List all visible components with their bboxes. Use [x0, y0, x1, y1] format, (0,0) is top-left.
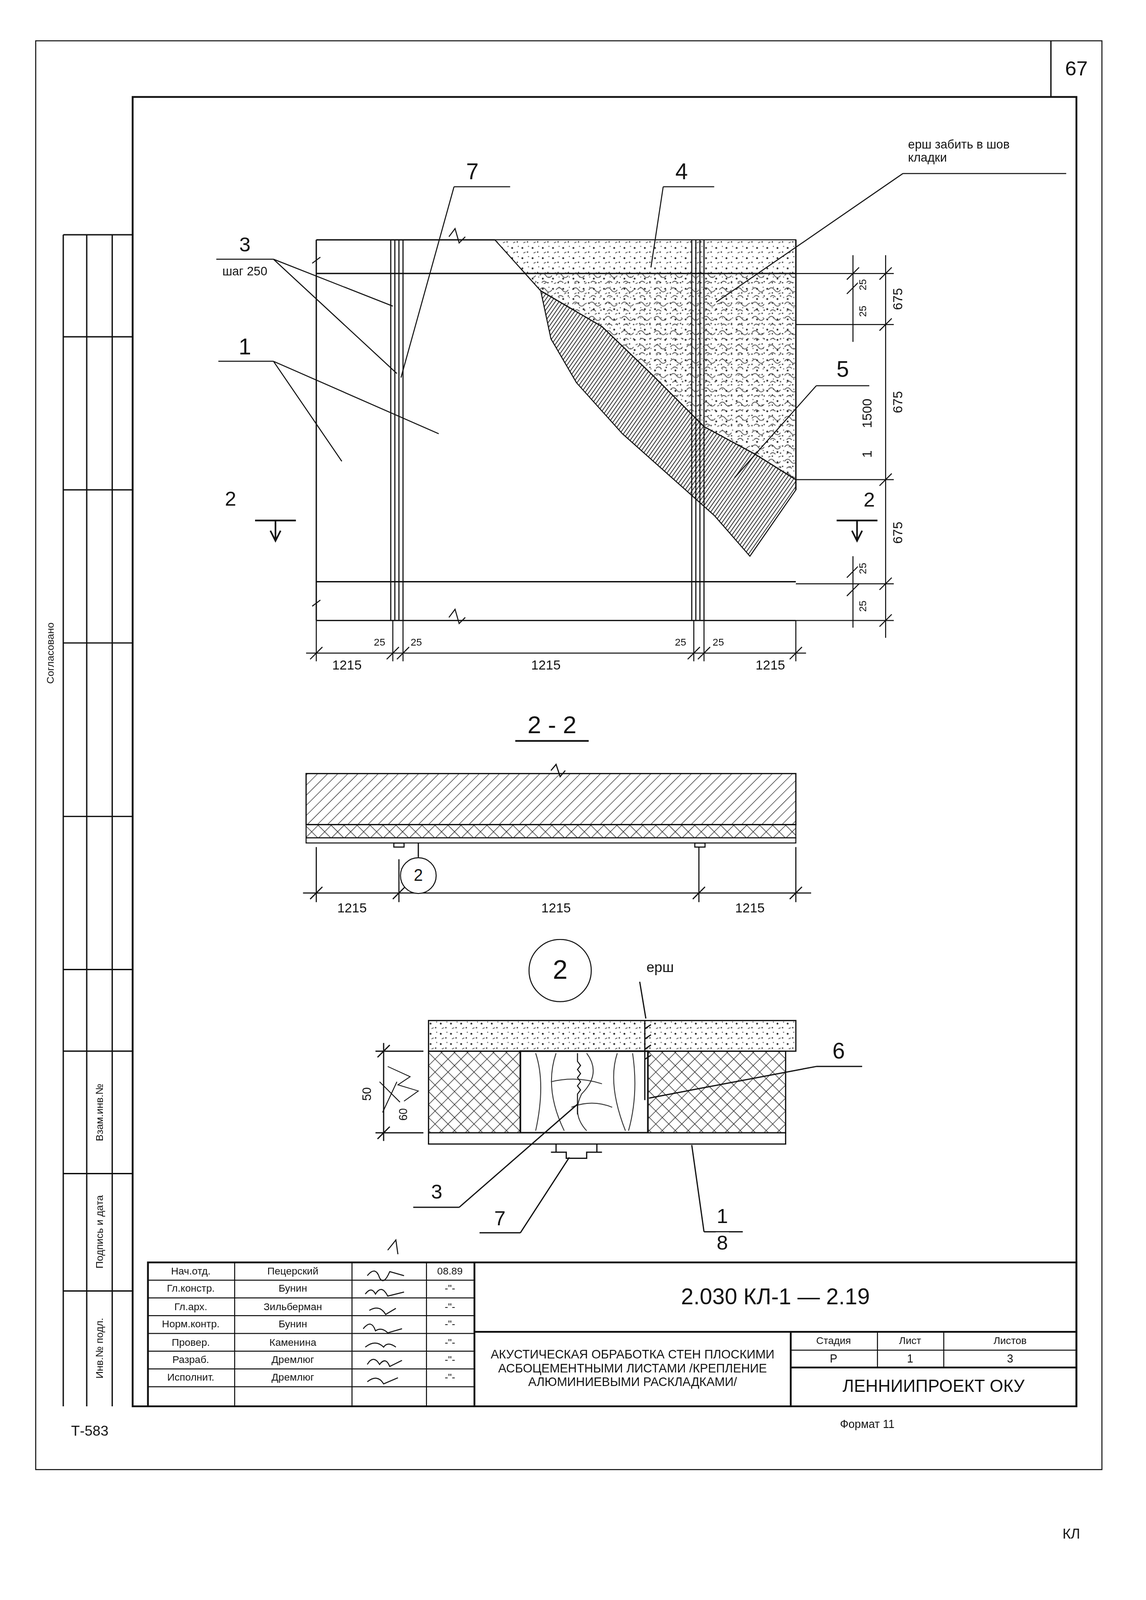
- stamp-caption: Инв.№ подл.: [94, 1316, 106, 1380]
- node-text: 2: [549, 955, 571, 986]
- stamp-role: Разраб.: [171, 1354, 211, 1366]
- callout-number: 1: [237, 334, 252, 359]
- table-header: Лист: [898, 1335, 923, 1346]
- callout-number: 7: [493, 1207, 507, 1229]
- callout-number: 5: [835, 357, 850, 381]
- stamp-role: Провер.: [170, 1336, 211, 1348]
- dimension: 25: [711, 637, 726, 649]
- dimension: 1215: [529, 658, 562, 673]
- spacing-note: шаг 250: [221, 264, 269, 278]
- stamp-date: -"-: [443, 1372, 457, 1384]
- dimension: 25: [858, 304, 869, 319]
- table-header: Стадия: [815, 1335, 853, 1346]
- node-text: 2: [410, 866, 427, 886]
- stamp-date: -"-: [443, 1354, 457, 1366]
- archive-number: Т-583: [69, 1423, 110, 1439]
- stamp-caption: Согласовано: [45, 621, 57, 685]
- stamp-date: 08.89: [436, 1266, 464, 1277]
- callout-number: 7: [465, 159, 480, 184]
- sheet-number: 67: [1050, 40, 1102, 97]
- note: ерш забить в шов кладки: [907, 138, 1042, 164]
- section-mark: 2: [862, 489, 877, 511]
- stamp-date: -"-: [443, 1283, 457, 1295]
- stamp-role: Гл.констр.: [165, 1283, 216, 1295]
- callout-number: 4: [674, 159, 689, 184]
- dimension: 25: [858, 561, 869, 576]
- dimension: 1500: [860, 397, 875, 430]
- organisation-name: ЛЕННИИПРОЕКТ ОКУ: [790, 1367, 1077, 1406]
- stamp-name: Пецерский: [266, 1266, 320, 1277]
- stamp-role: Исполнит.: [166, 1372, 216, 1384]
- node-text: 67: [1062, 57, 1091, 81]
- dimension: 25: [858, 278, 869, 292]
- section-mark: 2: [223, 488, 238, 510]
- callout-number: 6: [831, 1039, 846, 1063]
- detail-marker: 2: [528, 938, 592, 1003]
- stamp-role: Норм.контр.: [161, 1319, 221, 1331]
- drawing-code: 2.030 КЛ-1 — 2.19: [474, 1261, 1077, 1332]
- dimension: 675: [890, 287, 905, 312]
- callout-number: 3: [430, 1181, 444, 1203]
- table-header: Листов: [992, 1335, 1028, 1346]
- initials: КЛ: [1061, 1526, 1082, 1541]
- node-text: АКУСТИЧЕСКАЯ ОБРАБОТКА СТЕН ПЛОСКИМИ АСБ…: [474, 1347, 791, 1391]
- dimension: 60: [398, 1106, 410, 1122]
- dimension: 675: [890, 520, 905, 545]
- stamp-role: Нач.отд.: [170, 1266, 212, 1277]
- stamp-date: -"-: [443, 1301, 457, 1313]
- stamp-name: Дремлюг: [270, 1372, 316, 1384]
- table-cell: 1: [905, 1352, 915, 1365]
- dimension: 50: [361, 1085, 374, 1102]
- stamp-caption: Подпись и дата: [94, 1193, 106, 1270]
- callout-number: 8: [715, 1232, 730, 1254]
- dimension: 25: [409, 637, 423, 649]
- stamp-name: Зильберман: [262, 1301, 324, 1313]
- dimension: 1215: [754, 658, 787, 673]
- node-text: ЛЕННИИПРОЕКТ ОКУ: [839, 1376, 1028, 1397]
- dimension: 1215: [336, 900, 368, 915]
- callout-number: 1: [715, 1205, 730, 1227]
- dimension: 1215: [331, 658, 363, 673]
- stamp-role: Гл.арх.: [173, 1301, 209, 1313]
- format-note: Формат 11: [839, 1418, 896, 1431]
- stamp-date: -"-: [443, 1319, 457, 1331]
- table-cell: Р: [828, 1352, 839, 1365]
- dimension: 25: [673, 637, 688, 649]
- dimension: 1215: [734, 900, 766, 915]
- callout-number: 1: [860, 449, 875, 459]
- node-text: 2.030 КЛ-1 — 2.19: [677, 1283, 873, 1310]
- part-name: ерш: [645, 959, 675, 975]
- stamp-name: Каменина: [268, 1336, 318, 1348]
- detail-marker: 2: [399, 857, 437, 894]
- table-cell: 3: [1006, 1352, 1015, 1365]
- stamp-name: Бунин: [277, 1283, 309, 1295]
- stamp-caption: Взам.инв.№: [94, 1082, 106, 1142]
- dimension: 25: [858, 599, 869, 613]
- dimension: 675: [890, 389, 905, 415]
- section-title: 2 - 2: [526, 711, 578, 738]
- stamp-name: Дремлюг: [270, 1354, 316, 1366]
- stamp-name: Бунин: [277, 1319, 309, 1331]
- dimension: 25: [372, 637, 387, 649]
- stamp-date: -"-: [443, 1336, 457, 1348]
- dimension: 1215: [540, 900, 572, 915]
- drawing-title: АКУСТИЧЕСКАЯ ОБРАБОТКА СТЕН ПЛОСКИМИ АСБ…: [474, 1331, 791, 1406]
- callout-number: 3: [238, 234, 252, 256]
